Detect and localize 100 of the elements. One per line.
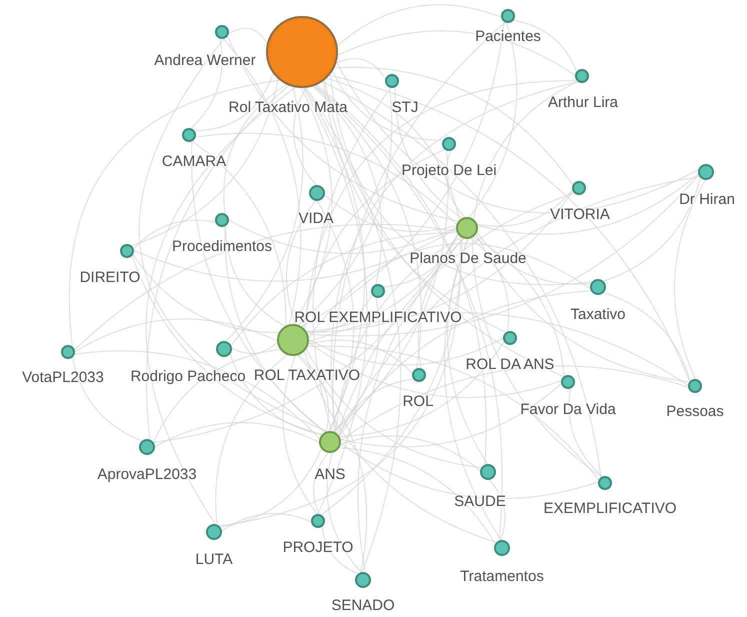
network-edge: [228, 220, 456, 254]
network-edge: [282, 355, 318, 515]
network-edge: [298, 87, 392, 326]
network-edge: [215, 354, 288, 526]
network-edge: [307, 346, 600, 481]
network-edge: [308, 338, 504, 366]
network-edge: [228, 28, 268, 44]
network-edge: [332, 22, 506, 432]
network-edge: [473, 81, 578, 220]
node-label: Rodrigo Pacheco: [130, 368, 246, 385]
network-edge: [138, 38, 328, 432]
network-edge: [512, 20, 578, 72]
network-edge: [476, 232, 592, 285]
network-edge: [328, 74, 690, 382]
node-label: AprovaPL2033: [97, 466, 197, 483]
network-edge: [293, 87, 317, 186]
network-edge: [190, 38, 223, 129]
network-edge: [322, 80, 506, 333]
node-label: Arthur Lira: [548, 94, 618, 111]
network-edge: [154, 422, 320, 448]
node-label: Pessoas: [666, 403, 724, 420]
network-edge: [383, 234, 459, 288]
node-label: Andrea Werner: [154, 52, 256, 69]
network-edge: [296, 354, 368, 573]
network-edge: [304, 80, 578, 330]
node-label: PROJETO: [282, 539, 354, 556]
network-edge: [308, 342, 562, 398]
network-edge: [132, 254, 280, 333]
network-edge: [470, 238, 510, 332]
network-edge: [298, 354, 330, 432]
network-edge: [220, 448, 322, 528]
network-edge: [477, 173, 699, 235]
network-edge: [476, 190, 573, 227]
network-edge: [226, 36, 459, 222]
node-label: ROL DA ANS: [466, 356, 554, 373]
network-edge: [221, 513, 312, 532]
node-label: VIDA: [298, 210, 334, 227]
network-edge: [306, 294, 372, 333]
node-label: DIREITO: [80, 269, 140, 286]
network-edge: [322, 526, 359, 574]
network-edge: [468, 22, 518, 218]
node-label: SENADO: [331, 597, 395, 614]
network-edge: [324, 194, 457, 232]
network-edge: [568, 388, 604, 477]
network-edge: [339, 290, 592, 437]
network-edge: [308, 340, 413, 374]
network-edge: [225, 226, 286, 327]
network-edge: [230, 232, 458, 346]
network-edge: [330, 81, 579, 434]
network-edge: [218, 236, 462, 526]
network-edge: [133, 220, 216, 250]
network-edge: [195, 132, 458, 225]
node-label: EXEMPLIFICATIVO: [543, 500, 677, 517]
node-label: Taxativo: [570, 306, 626, 323]
node-label: VotaPL2033: [22, 369, 104, 386]
network-edge: [339, 341, 504, 437]
node-label: LUTA: [195, 551, 233, 568]
network-edge: [131, 78, 279, 246]
network-edge: [316, 200, 354, 432]
network-edge: [312, 86, 382, 285]
network-edge: [133, 228, 457, 282]
network-edge: [304, 350, 497, 543]
node-label: CAMARA: [162, 153, 226, 170]
network-edge: [74, 350, 320, 439]
network-edge: [231, 342, 278, 354]
network-edge: [674, 180, 706, 380]
node-label: Pacientes: [475, 28, 541, 45]
network-edge: [603, 292, 691, 382]
node-label: SAUDE: [454, 493, 506, 510]
network-edge: [476, 234, 690, 383]
network-edge: [338, 447, 496, 544]
network-edge: [447, 238, 488, 465]
node-label: Favor Da Vida: [520, 401, 616, 418]
network-edge: [340, 436, 481, 471]
node-label: Rol Taxativo Mata: [228, 99, 348, 116]
network-edge: [306, 348, 482, 468]
network-edge: [192, 140, 286, 326]
network-edge: [306, 87, 402, 573]
node-label: ANS: [314, 466, 346, 483]
network-edge: [226, 86, 304, 342]
network-edge: [74, 318, 278, 352]
network-edge: [230, 354, 322, 436]
network-edge: [602, 177, 702, 282]
node-label: ROL: [402, 393, 434, 410]
network-edge: [340, 383, 562, 448]
network-edge: [326, 452, 362, 573]
node-label: ROL TAXATIVO: [254, 367, 360, 384]
network-edge: [307, 174, 700, 336]
node-label: Tratamentos: [460, 568, 544, 585]
network-edge: [338, 378, 414, 436]
network-edge: [357, 238, 464, 573]
node-label: Procedimentos: [172, 238, 272, 255]
network-edge: [223, 84, 288, 214]
network-edge: [132, 255, 322, 435]
network-edge: [334, 66, 574, 186]
network-edge: [418, 238, 464, 369]
network-edge: [304, 87, 365, 432]
network-edge: [72, 356, 142, 442]
network-edge: [332, 70, 444, 141]
network-edge: [336, 4, 502, 46]
